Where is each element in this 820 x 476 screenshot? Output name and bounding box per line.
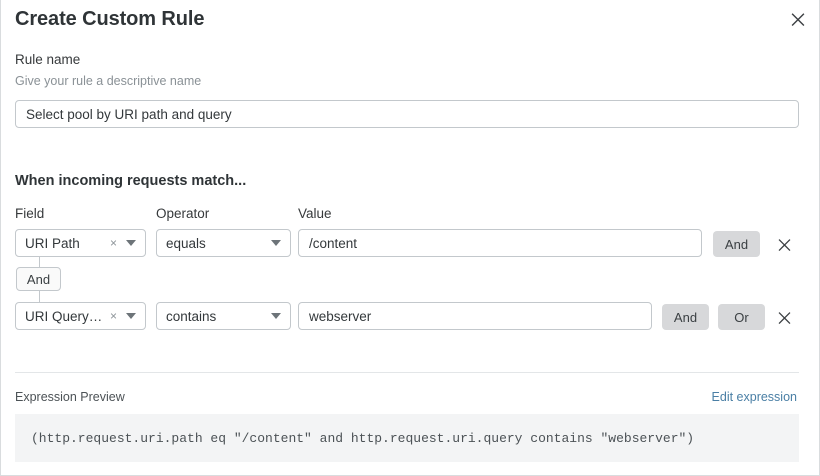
operator-select-row-1[interactable]: equals xyxy=(156,229,291,257)
chevron-down-icon xyxy=(271,240,281,246)
column-header-operator: Operator xyxy=(156,206,210,221)
field-select-row-1[interactable]: URI Path × xyxy=(15,229,146,257)
and-button-row-2[interactable]: And xyxy=(662,304,709,330)
chevron-down-icon xyxy=(126,240,136,246)
close-icon-glyph xyxy=(778,238,790,251)
clear-icon[interactable]: × xyxy=(109,236,117,250)
expression-preview-label: Expression Preview xyxy=(15,390,125,404)
remove-condition-row-1[interactable] xyxy=(773,233,795,255)
section-divider xyxy=(15,372,799,373)
connector-and-badge[interactable]: And xyxy=(16,267,61,291)
or-button-row-2[interactable]: Or xyxy=(718,304,765,330)
clear-icon[interactable]: × xyxy=(109,309,117,323)
rule-name-sublabel: Give your rule a descriptive name xyxy=(15,74,202,88)
column-header-field: Field xyxy=(15,206,45,221)
close-icon-glyph xyxy=(778,311,790,324)
value-input-row-1[interactable] xyxy=(298,229,702,257)
column-header-value: Value xyxy=(298,206,332,221)
and-button-row-1[interactable]: And xyxy=(713,231,760,257)
operator-select-row-2-value: contains xyxy=(166,308,217,324)
dialog-title: Create Custom Rule xyxy=(15,8,205,30)
close-icon-glyph xyxy=(791,13,805,26)
operator-select-row-2[interactable]: contains xyxy=(156,302,291,330)
field-select-row-2-value: URI Query St... xyxy=(25,308,106,324)
expression-preview-code: (http.request.uri.path eq "/content" and… xyxy=(15,414,799,462)
chevron-down-icon xyxy=(271,313,281,319)
chevron-down-icon xyxy=(126,313,136,319)
field-select-row-2[interactable]: URI Query St... × xyxy=(15,302,146,330)
value-input-row-2[interactable] xyxy=(298,302,652,330)
rule-name-label: Rule name xyxy=(15,52,81,67)
remove-condition-row-2[interactable] xyxy=(773,306,795,328)
field-select-row-1-value: URI Path xyxy=(25,235,80,251)
rule-name-input[interactable] xyxy=(15,100,799,128)
edit-expression-link[interactable]: Edit expression xyxy=(711,390,797,404)
operator-select-row-1-value: equals xyxy=(166,235,206,251)
close-icon[interactable] xyxy=(785,6,811,32)
conditions-heading: When incoming requests match... xyxy=(15,173,247,189)
